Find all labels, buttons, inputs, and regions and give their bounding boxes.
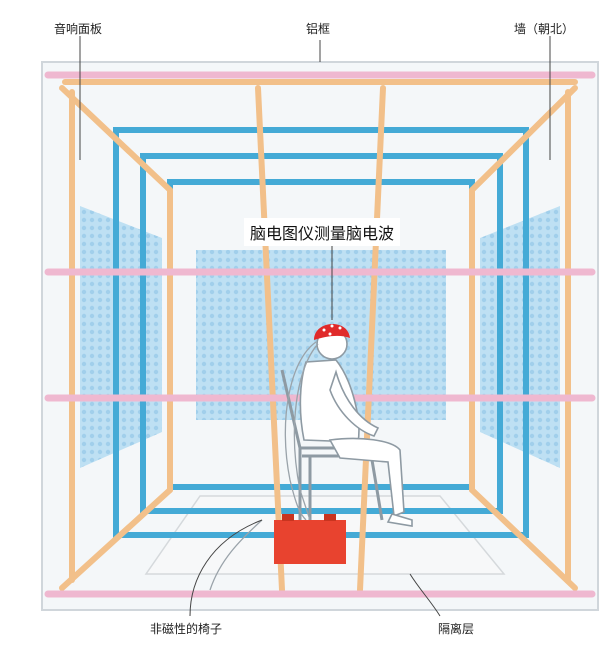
eeg-cables bbox=[209, 341, 319, 591]
speaker-panel-right bbox=[480, 206, 560, 468]
label-isolation-layer: 隔离层 bbox=[438, 622, 475, 636]
label-chair: 非磁性的椅子 bbox=[150, 622, 223, 636]
speaker-panel-left bbox=[80, 206, 162, 468]
orange-frames bbox=[59, 79, 578, 593]
label-aluminum-frame: 铝框 bbox=[306, 22, 331, 36]
blue-frame-middle bbox=[140, 153, 503, 514]
label-eeg: 脑电图仪测量脑电波 bbox=[244, 218, 401, 246]
battery-box bbox=[274, 514, 346, 564]
leader-lines bbox=[79, 36, 551, 617]
label-wall: 墙（朝北） bbox=[514, 22, 575, 36]
person bbox=[299, 328, 413, 527]
label-speaker-panel: 音响面板 bbox=[54, 22, 103, 36]
